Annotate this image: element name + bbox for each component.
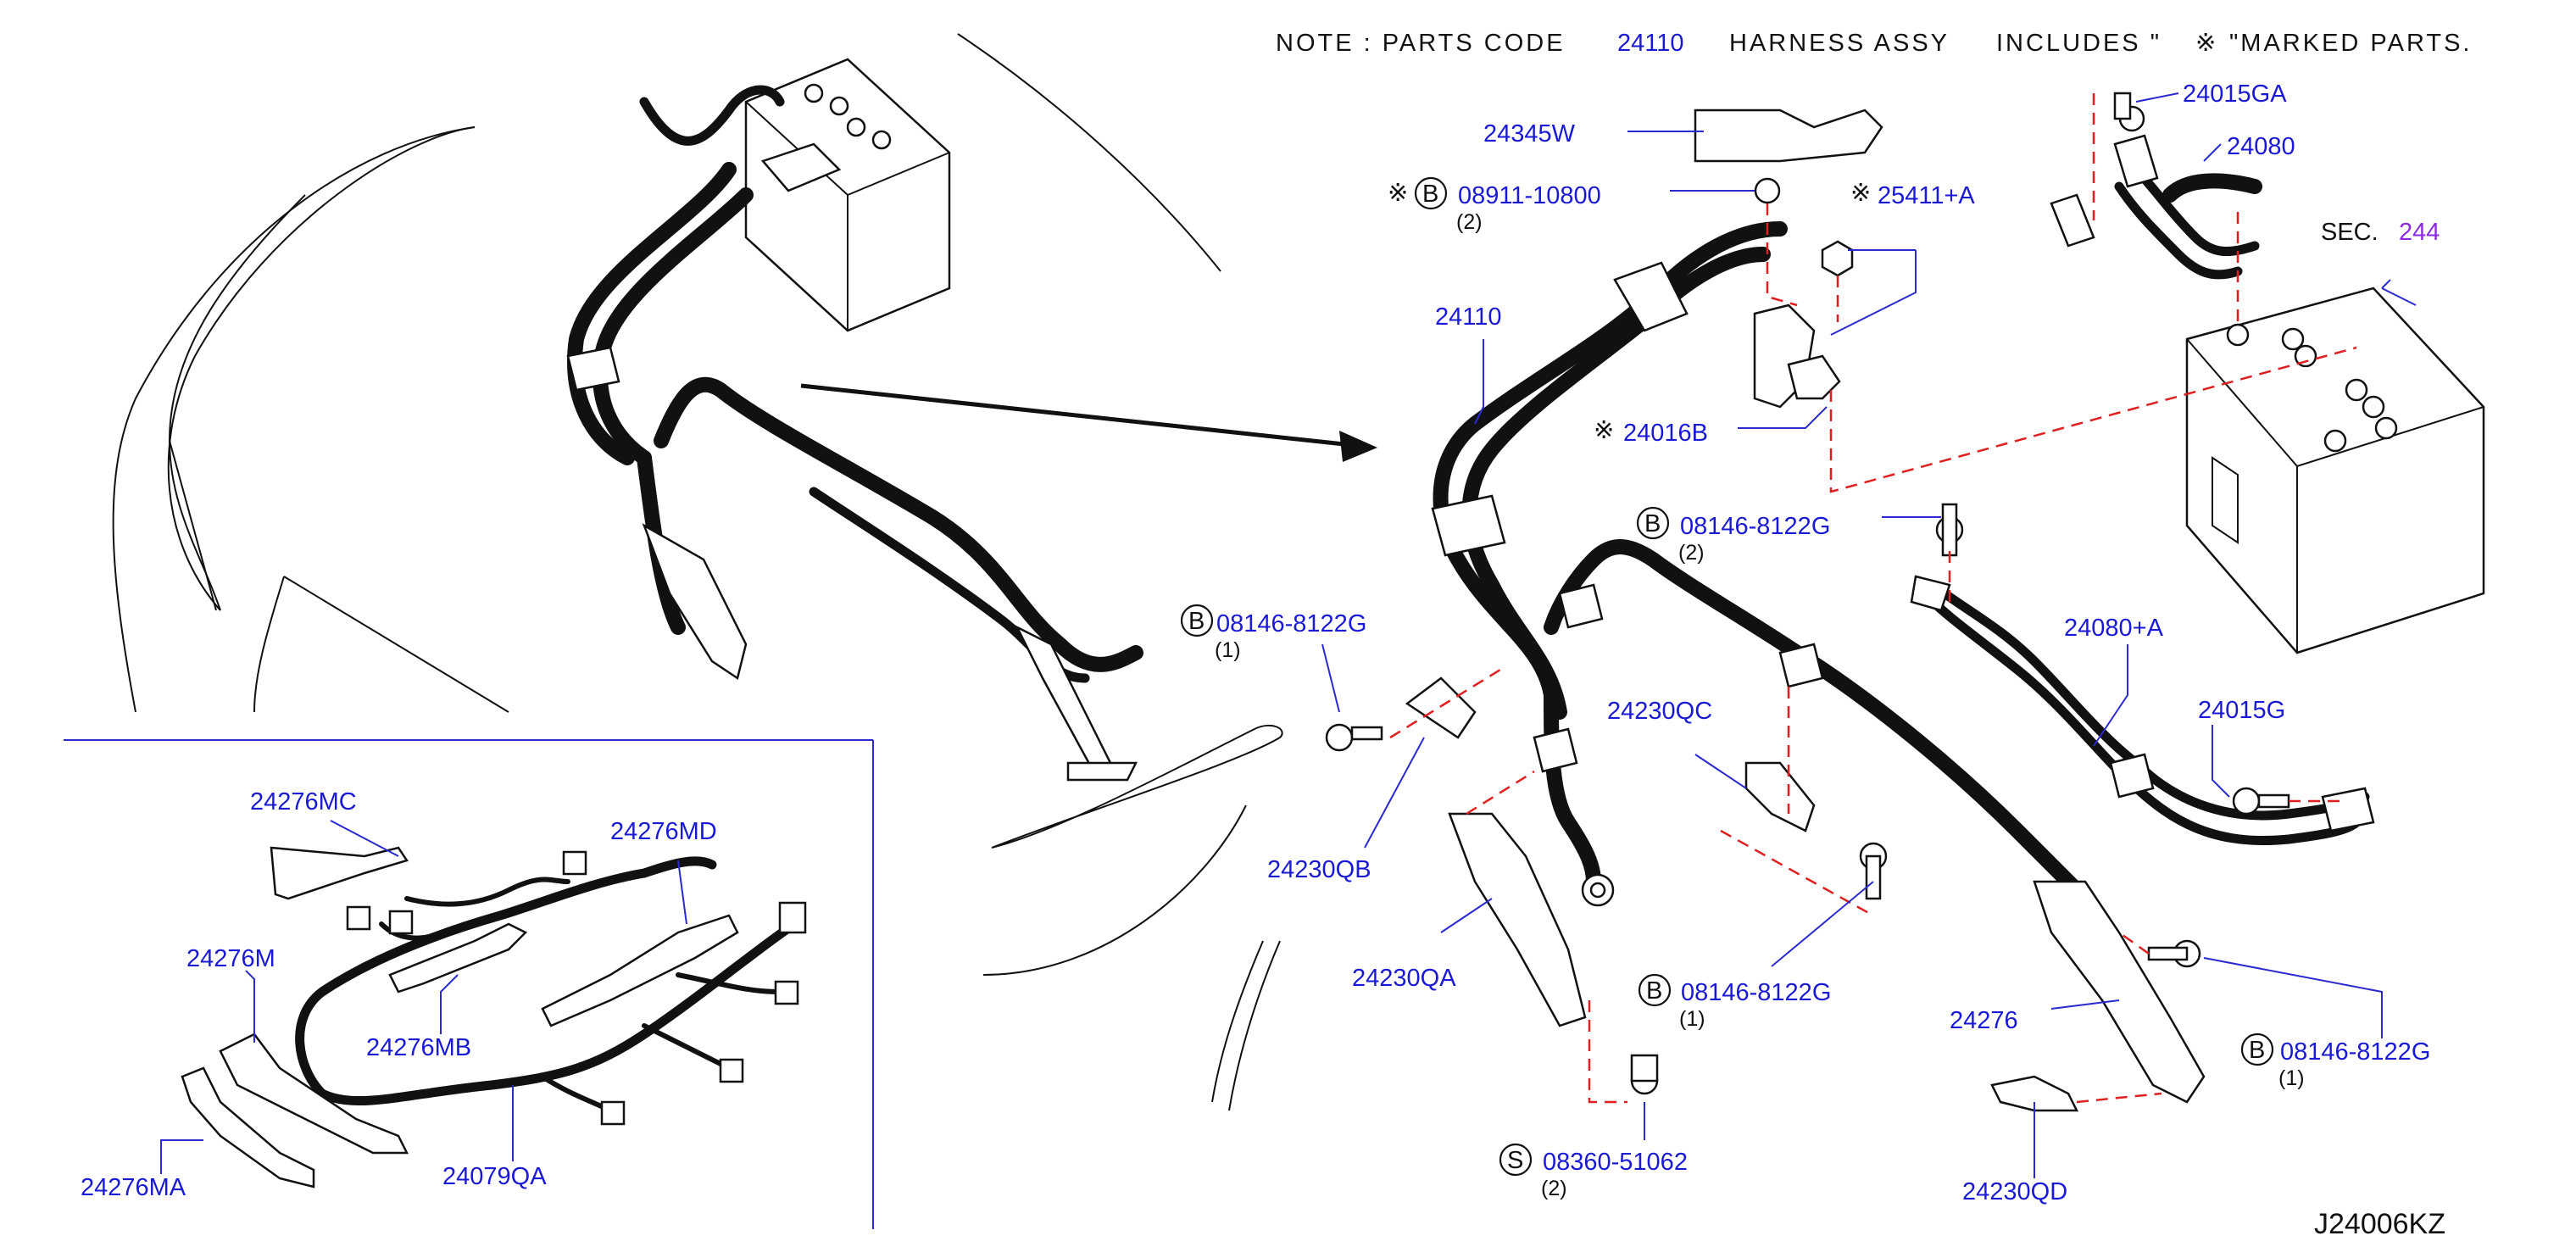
- label-08360-51062[interactable]: 08360-51062: [1543, 1149, 1688, 1176]
- label-24276M[interactable]: 24276M: [186, 945, 275, 972]
- sec-label: SEC.: [2321, 219, 2378, 246]
- bolt-letter-08146-a: B: [1644, 510, 1661, 537]
- label-24110[interactable]: 24110: [1435, 303, 1502, 331]
- bolt-callout-08911: [1414, 176, 1448, 210]
- bolt-letter-08146-b: B: [1188, 608, 1205, 635]
- mark-24016B: ※: [1594, 417, 1614, 444]
- label-24015G[interactable]: 24015G: [2198, 697, 2285, 724]
- screw-callout-08360: [1499, 1143, 1533, 1177]
- note-middle: HARNESS ASSY: [1729, 30, 1950, 57]
- right-battery: [2185, 287, 2485, 654]
- note-code[interactable]: 24110: [1617, 30, 1684, 57]
- bolt-letter-08911: B: [1422, 181, 1438, 208]
- bolt-letter-08146-c: B: [1646, 977, 1662, 1005]
- note-prefix: NOTE : PARTS CODE: [1276, 30, 1566, 57]
- bolt-letter-08146-d: B: [2249, 1037, 2265, 1064]
- label-24276MA[interactable]: 24276MA: [81, 1174, 186, 1201]
- note-symbol: ※: [2195, 30, 2218, 57]
- label-24345W[interactable]: 24345W: [1483, 120, 1576, 148]
- bolt-callout-08146-b: [1180, 604, 1214, 637]
- bolt-callout-08146-a: [1636, 506, 1670, 540]
- label-24276MD[interactable]: 24276MD: [610, 818, 717, 845]
- label-24080[interactable]: 24080: [2227, 133, 2295, 160]
- qty-08911: (2): [1456, 210, 1483, 234]
- main-harness: [1431, 134, 2375, 907]
- left-harness: [566, 85, 1143, 782]
- left-battery: [744, 58, 951, 332]
- label-08146-8122G-d[interactable]: 08146-8122G: [2280, 1038, 2430, 1066]
- label-08146-8122G-a[interactable]: 08146-8122G: [1680, 513, 1830, 540]
- vehicle-outline: [112, 33, 1283, 1111]
- mark-08911: ※: [1388, 180, 1408, 207]
- mark-25411A: ※: [1850, 180, 1871, 207]
- qty-08146-d: (1): [2278, 1066, 2305, 1090]
- label-08146-8122G-c[interactable]: 08146-8122G: [1681, 979, 1831, 1006]
- inset-frame: [64, 739, 874, 1229]
- dashed-relations: [1389, 93, 2357, 1104]
- leader-lines: [160, 92, 2417, 1178]
- label-08911-10800[interactable]: 08911-10800: [1458, 182, 1601, 209]
- label-24276MC[interactable]: 24276MC: [250, 788, 357, 815]
- pointer-arrow: [800, 383, 1377, 462]
- label-24230QA[interactable]: 24230QA: [1352, 965, 1456, 992]
- fasteners: [1325, 92, 2290, 1095]
- label-24230QC[interactable]: 24230QC: [1607, 698, 1712, 725]
- label-25411A[interactable]: 25411+A: [1878, 182, 1975, 209]
- qty-08146-a: (2): [1678, 541, 1705, 565]
- label-24080A[interactable]: 24080+A: [2064, 615, 2164, 642]
- bolt-callout-08146-d: [2240, 1033, 2274, 1066]
- label-24276[interactable]: 24276: [1950, 1007, 2018, 1034]
- label-24016B[interactable]: 24016B: [1623, 420, 1708, 447]
- qty-08360: (2): [1541, 1177, 1567, 1200]
- note-includes: INCLUDES ": [1996, 30, 2162, 57]
- brackets: [1405, 109, 2206, 1112]
- label-08146-8122G-b[interactable]: 08146-8122G: [1216, 610, 1366, 637]
- label-24230QB[interactable]: 24230QB: [1267, 856, 1371, 883]
- sec-number[interactable]: 244: [2399, 219, 2440, 246]
- bolt-callout-08146-c: [1638, 973, 1672, 1007]
- label-24276MB[interactable]: 24276MB: [366, 1034, 471, 1061]
- label-24015GA[interactable]: 24015GA: [2183, 81, 2287, 108]
- inset-harness: [181, 846, 807, 1188]
- qty-08146-c: (1): [1679, 1007, 1705, 1031]
- diagram-code: J24006KZ: [2314, 1208, 2445, 1240]
- label-24079QA[interactable]: 24079QA: [442, 1163, 547, 1190]
- screw-letter-08360: S: [1507, 1147, 1523, 1174]
- label-24230QD[interactable]: 24230QD: [1962, 1178, 2067, 1205]
- note-suffix: "MARKED PARTS.: [2229, 30, 2473, 57]
- qty-08146-b: (1): [1215, 638, 1241, 662]
